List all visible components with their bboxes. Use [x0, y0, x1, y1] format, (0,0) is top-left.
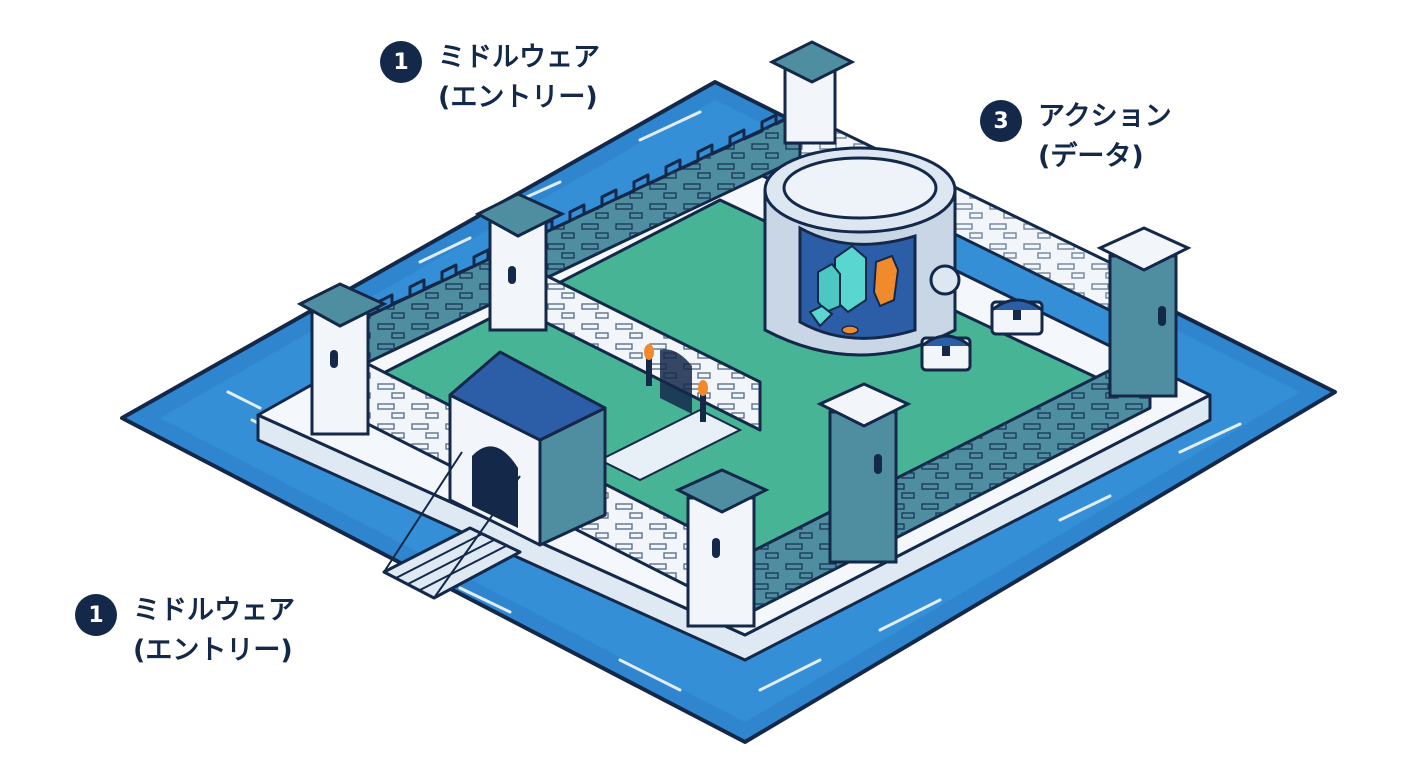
- vault-dial-icon: [929, 264, 961, 296]
- callout-label: アクション (データ): [1038, 97, 1172, 177]
- inner-wall: [543, 273, 762, 432]
- torch-icon: [698, 380, 708, 422]
- callout-label-line1: ミドルウェア: [438, 42, 600, 73]
- tower-middle: [474, 192, 566, 332]
- callout-label: ミドルウェア (エントリー): [438, 38, 600, 118]
- callout-label-line1: アクション: [1038, 101, 1172, 132]
- treasure-chest-icon: [920, 334, 972, 372]
- tower-back: [768, 40, 856, 145]
- gem-icon: [808, 244, 900, 335]
- vault: [763, 146, 961, 357]
- gatehouse: [448, 350, 607, 547]
- treasure-chest-icon: [990, 298, 1044, 336]
- step-number-badge: 1: [75, 594, 117, 636]
- callout-label-line2: (エントリー): [438, 82, 598, 113]
- callout-action-data: 3 アクション (データ): [980, 97, 1172, 177]
- water-ripples: [226, 110, 1242, 692]
- callout-label-line2: (データ): [1038, 141, 1144, 172]
- gatehouse-roof: [448, 350, 607, 442]
- callout-middleware-top: 1 ミドルウェア (エントリー): [380, 38, 600, 118]
- path: [597, 408, 743, 482]
- drawbridge: [382, 451, 522, 600]
- callout-label-line2: (エントリー): [133, 635, 293, 666]
- tower-left: [296, 282, 388, 436]
- torch-icon: [644, 344, 654, 386]
- tower-right: [1096, 226, 1192, 398]
- tower-front: [674, 468, 770, 628]
- callout-middleware-bottom: 1 ミドルウェア (エントリー): [75, 591, 295, 671]
- step-number-badge: 1: [380, 41, 422, 83]
- main-gate-arch: [472, 446, 518, 528]
- callout-label-line1: ミドルウェア: [133, 595, 295, 626]
- inner-gate-arch: [660, 349, 692, 414]
- tower-front-center: [816, 382, 912, 564]
- callout-label: ミドルウェア (エントリー): [133, 591, 295, 671]
- step-number-badge: 3: [980, 100, 1022, 142]
